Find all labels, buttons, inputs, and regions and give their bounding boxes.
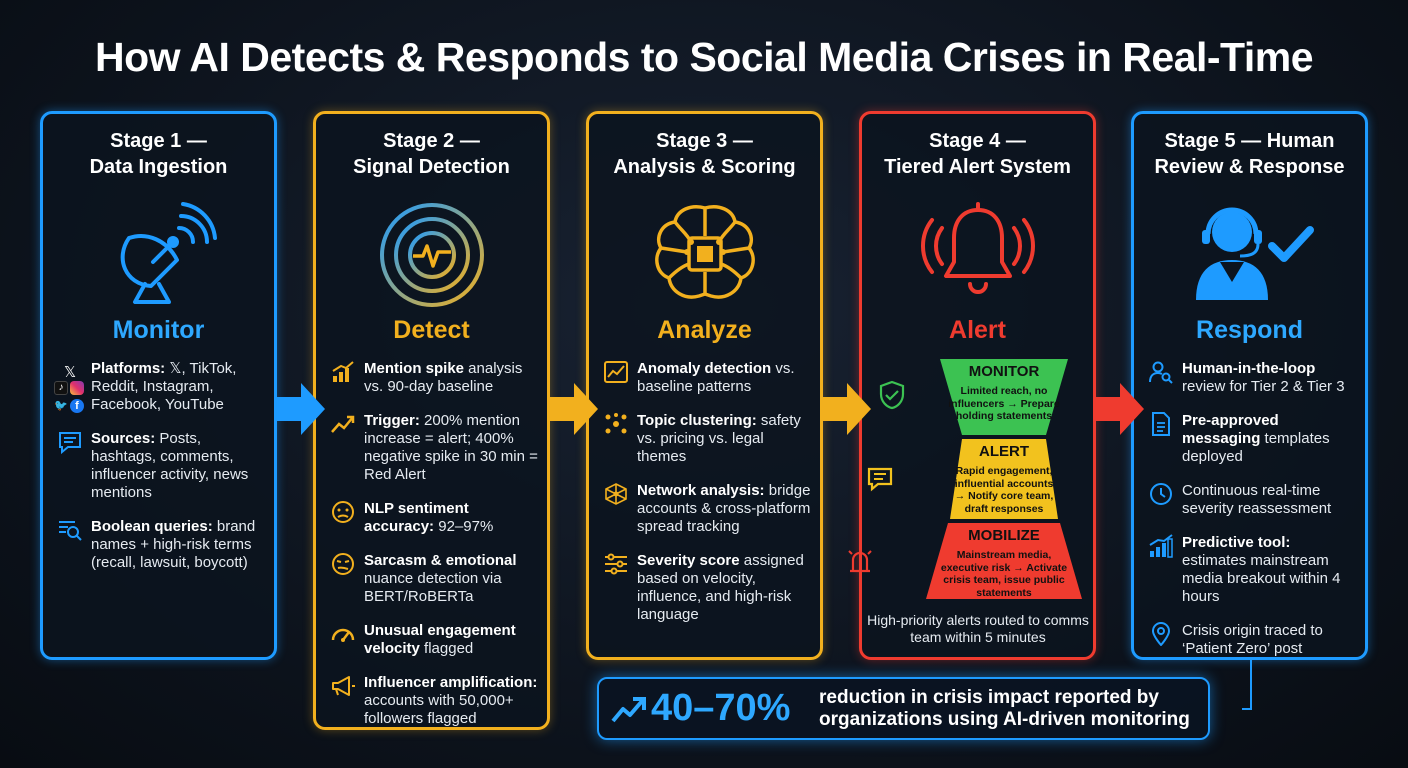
predict-chart-icon	[1146, 534, 1176, 558]
list-item: Sources: Posts, hashtags, comments, infl…	[55, 430, 266, 502]
wry-face-icon	[328, 552, 358, 576]
alert-tier-pyramid: MONITOR Limited reach, no influencers → …	[912, 357, 1096, 601]
tier-description: Mainstream media, executive risk → Activ…	[940, 549, 1068, 599]
agent-check-icon	[1134, 200, 1365, 310]
x-logo-icon: 𝕏	[63, 364, 77, 381]
list-item: NLP sentiment accuracy: 92–97%	[328, 500, 539, 536]
alert-routing-note: High-priority alerts routed to comms tea…	[867, 612, 1089, 645]
flow-arrow-icon	[823, 383, 871, 435]
impact-stat-value: 40–70%	[651, 687, 791, 729]
list-item: 𝕏 Platforms: 𝕏, TikTok, Reddit, Instagra…	[55, 360, 266, 414]
brain-chip-icon	[589, 200, 820, 310]
list-item: Severity score assigned based on velocit…	[601, 552, 812, 624]
list-item: Network analysis: bridge accounts & cros…	[601, 482, 812, 536]
stage-title: Stage 5 — Human Review & Response	[1154, 130, 1345, 178]
stage-5-card: Stage 5 — Human Review & Response Respon…	[1131, 111, 1368, 660]
twitter-bird-icon: 🐦	[54, 400, 68, 412]
tier-monitor-band	[940, 359, 1068, 435]
radar-icon	[316, 200, 547, 310]
stage-verb: Respond	[1196, 316, 1303, 344]
flow-arrow-icon	[277, 383, 325, 435]
tiktok-icon: ♪	[54, 381, 68, 395]
list-item: Boolean queries: brand names + high-risk…	[55, 518, 266, 572]
document-icon	[1146, 412, 1176, 436]
flow-arrow-icon	[550, 383, 598, 435]
impact-stat-box: 40–70% reduction in crisis impact report…	[597, 677, 1210, 740]
list-item: Influencer amplification: accounts with …	[328, 674, 539, 728]
list-item: Human-in-the-loop review for Tier 2 & Ti…	[1146, 360, 1357, 396]
instagram-icon	[70, 381, 84, 395]
list-item: Trigger: 200% mention increase = alert; …	[328, 412, 539, 484]
network-icon	[601, 482, 631, 506]
satellite-dish-icon	[43, 200, 274, 310]
list-item: Sarcasm & emotional nuance detection via…	[328, 552, 539, 606]
tier-mobilize-band	[926, 523, 1082, 599]
list-item: Continuous real-time severity reassessme…	[1146, 482, 1357, 518]
bell-icon	[862, 200, 1093, 310]
tier-description: Limited reach, no influencers → Prepare …	[948, 385, 1060, 422]
clock-icon	[1146, 482, 1176, 506]
stage-title: Stage 2 — Signal Detection	[353, 130, 510, 178]
stage-verb: Detect	[393, 316, 470, 344]
list-item: Mention spike analysis vs. 90-day baseli…	[328, 360, 539, 396]
location-pin-icon	[1146, 622, 1176, 646]
connector-line	[1242, 660, 1252, 710]
list-item: Anomaly detection vs. baseline patterns	[601, 360, 812, 396]
siren-icon	[844, 544, 876, 579]
tier-label: MOBILIZE	[968, 527, 1040, 544]
message-alert-icon	[866, 466, 894, 497]
tier-label: ALERT	[979, 443, 1029, 460]
trend-up-icon	[611, 695, 647, 730]
tier-label: MONITOR	[968, 363, 1040, 380]
stage-2-card: Stage 2 — Signal Detection Detect Mentio…	[313, 111, 550, 730]
bar-growth-icon	[328, 360, 358, 384]
cluster-icon	[601, 412, 631, 436]
list-item: Pre-approved messaging templates deploye…	[1146, 412, 1357, 466]
stage-title: Stage 3 — Analysis & Scoring	[613, 130, 796, 178]
filter-search-icon	[55, 518, 85, 542]
list-item: Crisis origin traced to ‘Patient Zero’ p…	[1146, 622, 1357, 658]
chat-icon	[55, 430, 85, 454]
user-search-icon	[1146, 360, 1176, 384]
list-item: Unusual engagement velocity flagged	[328, 622, 539, 658]
stage-verb: Alert	[949, 316, 1006, 344]
gauge-icon	[328, 622, 358, 646]
shield-check-icon	[878, 380, 906, 415]
list-item: Predictive tool: estimates mainstream me…	[1146, 534, 1357, 606]
stage-title: Stage 1 — Data Ingestion	[89, 130, 228, 178]
page-title: How AI Detects & Responds to Social Medi…	[94, 34, 1314, 80]
megaphone-icon	[328, 674, 358, 698]
sliders-icon	[601, 552, 631, 576]
flow-arrow-icon	[1096, 383, 1144, 435]
impact-stat-text: reduction in crisis impact reported by o…	[819, 687, 1190, 730]
tier-alert-band	[950, 439, 1058, 519]
chart-window-icon	[601, 360, 631, 384]
tier-description: Rapid engagement, influential accounts →…	[954, 465, 1054, 515]
stage-3-card: Stage 3 — Analysis & Scoring Analyze	[586, 111, 823, 660]
trend-up-icon	[328, 412, 358, 436]
stage-title: Stage 4 — Tiered Alert System	[884, 130, 1071, 178]
stage-verb: Monitor	[112, 316, 205, 344]
neutral-face-icon	[328, 500, 358, 524]
list-item: Topic clustering: safety vs. pricing vs.…	[601, 412, 812, 466]
stage-verb: Analyze	[657, 316, 752, 344]
facebook-icon: f	[70, 399, 84, 413]
